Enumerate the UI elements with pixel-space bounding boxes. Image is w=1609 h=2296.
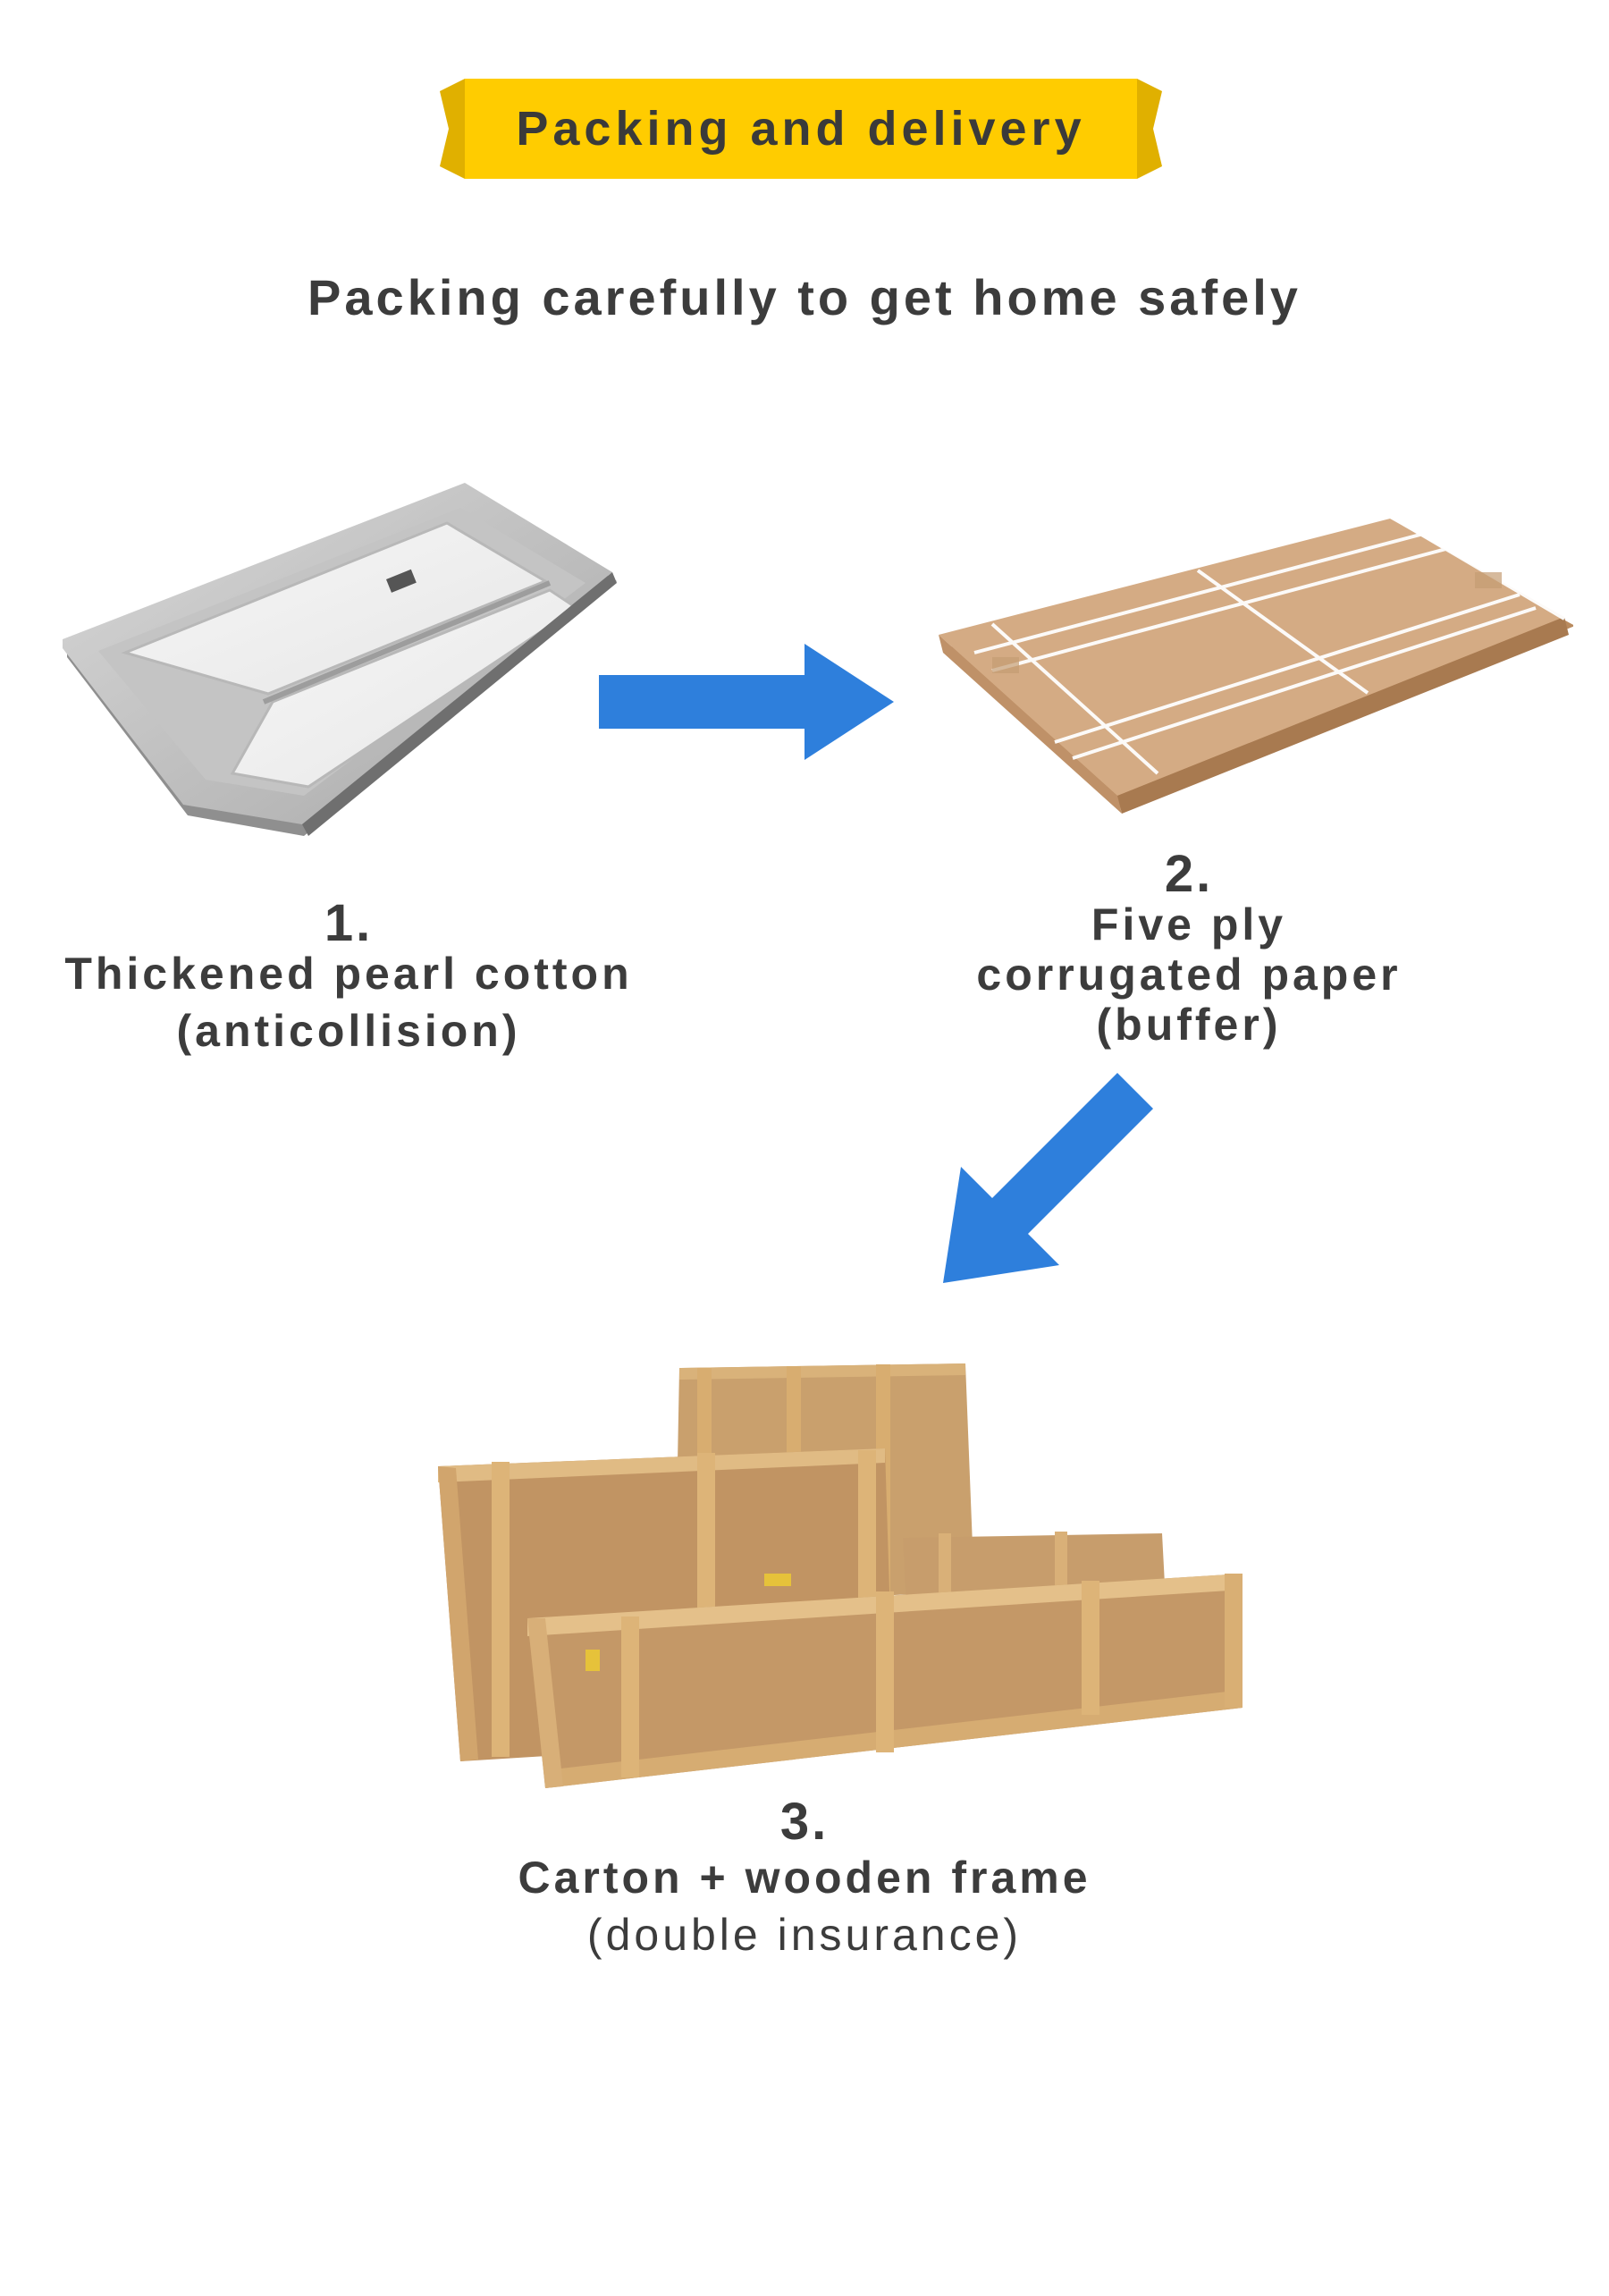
step-1-title: Thickened pearl cotton xyxy=(64,949,633,999)
step-1-caption: 1. Thickened pearl cotton (anticollision… xyxy=(27,894,670,1057)
page-subtitle: Packing carefully to get home safely xyxy=(307,269,1302,325)
step-2-note: (buffer) xyxy=(1096,1000,1282,1050)
arrow-down-left-icon xyxy=(943,1073,1153,1283)
step-3-note: (double insurance) xyxy=(586,1910,1023,1960)
step-2-title-line1: Five ply xyxy=(1091,899,1287,950)
cardboard-box-photo xyxy=(939,519,1573,814)
banner-title: Packing and delivery xyxy=(516,102,1086,156)
step-3-caption: 3. Carton + wooden frame (double insuran… xyxy=(429,1793,1180,1961)
banner-ribbon xyxy=(440,79,1162,179)
step-2-number: 2. xyxy=(1164,845,1214,903)
step-1-number: 1. xyxy=(324,894,374,952)
header-banner: Packing and delivery xyxy=(440,79,1162,179)
arrow-right-icon xyxy=(599,644,894,760)
wrapped-door-photo xyxy=(63,483,617,836)
step-3-number: 3. xyxy=(779,1793,830,1851)
step-3-title: Carton + wooden frame xyxy=(518,1853,1091,1903)
wooden-crates-photo xyxy=(438,1363,1243,1788)
step-2-title-line2: corrugated paper xyxy=(976,950,1402,1000)
step-1-note: (anticollision) xyxy=(176,1006,521,1056)
step-2-caption: 2. Five ply corrugated paper (buffer) xyxy=(912,845,1466,1051)
